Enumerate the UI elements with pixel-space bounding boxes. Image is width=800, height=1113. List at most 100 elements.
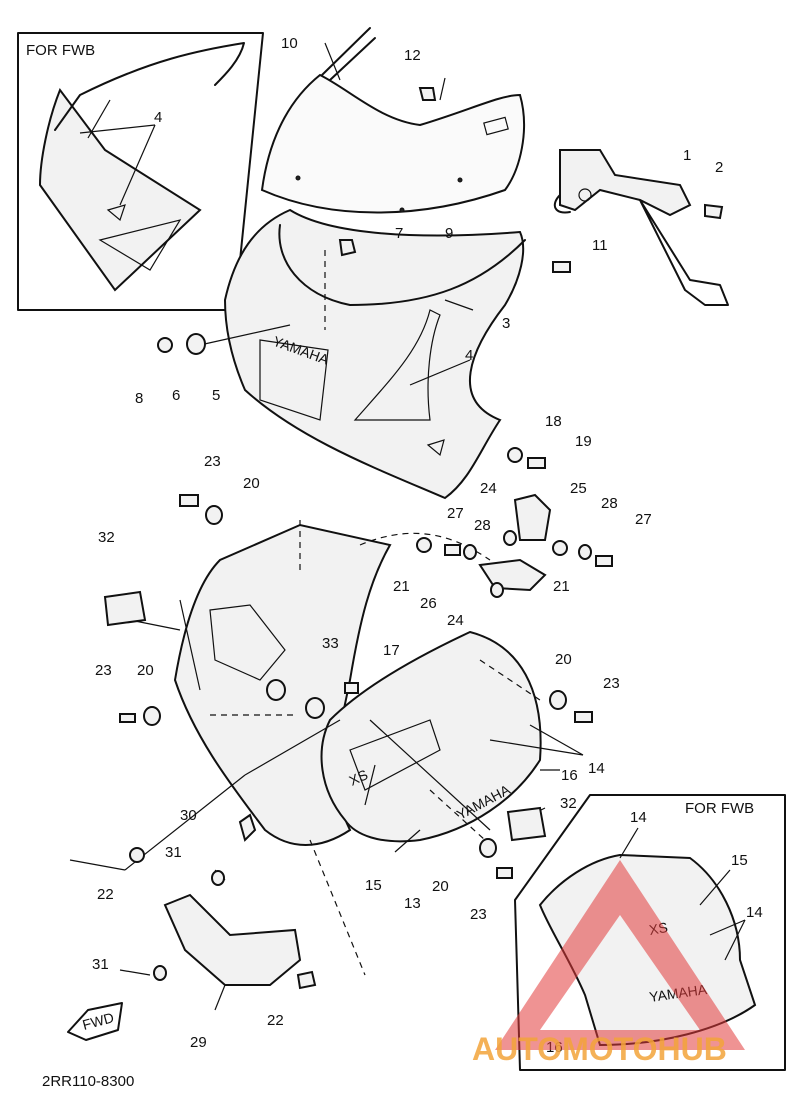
- grommet-6: [186, 333, 206, 355]
- callout-29: 29: [190, 1034, 207, 1051]
- reflector-32a: [103, 590, 147, 627]
- callout-22b: 22: [267, 1012, 284, 1029]
- dashed-leaders: [210, 250, 541, 976]
- callout-24a: 24: [480, 480, 497, 497]
- inset-br-callout-14a: 14: [630, 809, 647, 826]
- inset-top-left-title: FOR FWB: [26, 42, 95, 59]
- screw-23d: [496, 867, 513, 879]
- callout-17: 17: [383, 642, 400, 659]
- nut-20d: [479, 838, 497, 858]
- callout-27b: 27: [635, 511, 652, 528]
- bolt-27b: [595, 555, 613, 567]
- grommet-33a: [266, 679, 286, 701]
- screw-8: [157, 337, 173, 353]
- callout-3: 3: [502, 315, 510, 332]
- callout-4: 4: [465, 347, 473, 364]
- grommet-33b: [305, 697, 325, 719]
- watermark: AUTOMOTOHUB: [472, 860, 745, 1067]
- callout-16: 16: [561, 767, 578, 784]
- nut-20c: [549, 690, 567, 710]
- callout-23c: 23: [603, 675, 620, 692]
- washer-28a: [463, 544, 477, 560]
- leader-lines: [69, 42, 584, 1011]
- callouts: 1 2 3 4 5 6 7 8 9 10 11 12 13 14 15 16 1…: [92, 35, 723, 1051]
- callout-5: 5: [212, 387, 220, 404]
- bolt-27a: [444, 544, 461, 556]
- inset-top-left-callout: 4: [154, 109, 162, 126]
- nut-20a: [205, 505, 223, 525]
- nut-7: [338, 239, 357, 257]
- nut-20b: [143, 706, 161, 726]
- bolt-2: [704, 203, 724, 220]
- inset-fairing-side: [38, 87, 202, 292]
- bracket-26: [478, 558, 547, 592]
- callout-1: 1: [683, 147, 691, 164]
- callout-12: 12: [404, 47, 421, 64]
- callout-21b: 21: [553, 578, 570, 595]
- watermark-text: AUTOMOTOHUB: [472, 1031, 727, 1067]
- callout-30: 30: [180, 807, 197, 824]
- xs-badge-lower: XS: [347, 766, 371, 788]
- fwd-label: FWD: [81, 1009, 116, 1033]
- callout-9: 9: [445, 225, 453, 242]
- inset-br-callout-14b: 14: [746, 904, 763, 921]
- watermark-logo-triangle: [495, 860, 745, 1050]
- nut-24b: [490, 582, 504, 598]
- callout-10: 10: [281, 35, 298, 52]
- callout-11: 11: [592, 237, 608, 254]
- callout-13: 13: [404, 895, 421, 912]
- callout-20c: 20: [555, 651, 572, 668]
- screw-23b: [119, 713, 136, 723]
- callout-20b: 20: [137, 662, 154, 679]
- callout-18: 18: [545, 413, 562, 430]
- callout-25: 25: [570, 480, 587, 497]
- callout-20d: 20: [432, 878, 449, 895]
- callout-31a: 31: [165, 844, 182, 861]
- callout-23a: 23: [204, 453, 221, 470]
- fwd-arrow: FWD: [67, 1002, 123, 1041]
- callout-33: 33: [322, 635, 339, 652]
- callout-27a: 27: [447, 505, 464, 522]
- callout-22a: 22: [97, 886, 114, 903]
- callout-28b: 28: [601, 495, 618, 512]
- callout-6: 6: [172, 387, 180, 404]
- callout-2: 2: [715, 159, 723, 176]
- under-cowl-29: [163, 893, 302, 986]
- callout-31b: 31: [92, 956, 109, 973]
- diagram-code: 2RR110-8300: [42, 1073, 134, 1090]
- collar-21a: [416, 537, 432, 553]
- bolt-30: [238, 813, 257, 842]
- washer-28b: [578, 544, 592, 560]
- callout-8: 8: [135, 390, 143, 407]
- screw-22a: [129, 847, 145, 863]
- callout-19: 19: [575, 433, 592, 450]
- windshield: [260, 27, 526, 214]
- bracket-25: [513, 493, 552, 541]
- screw-22b: [296, 970, 317, 990]
- callout-7: 7: [395, 225, 403, 242]
- callout-14: 14: [588, 760, 605, 777]
- screw-23c: [574, 711, 593, 723]
- callout-23d: 23: [470, 906, 487, 923]
- callout-32a: 32: [98, 529, 115, 546]
- mirror-stay-bracket: [553, 149, 729, 306]
- callout-15: 15: [365, 877, 382, 894]
- screw-19: [527, 457, 546, 469]
- callout-23b: 23: [95, 662, 112, 679]
- inset-br-callout-15: 15: [731, 852, 748, 869]
- grommet-31b: [153, 965, 167, 981]
- hardware-parts: [103, 87, 724, 990]
- callout-21a: 21: [393, 578, 410, 595]
- grommet-31a: [211, 870, 225, 886]
- upper-cowling: YAMAHA: [223, 208, 526, 500]
- screw-23a: [179, 494, 199, 507]
- callout-26: 26: [420, 595, 437, 612]
- callout-24b: 24: [447, 612, 464, 629]
- bolt-12: [418, 87, 437, 101]
- inset-top-left: FOR FWB 4: [17, 32, 264, 311]
- nut-17: [344, 682, 359, 694]
- callout-20a: 20: [243, 475, 260, 492]
- callout-28a: 28: [474, 517, 491, 534]
- nut-24a: [503, 530, 517, 546]
